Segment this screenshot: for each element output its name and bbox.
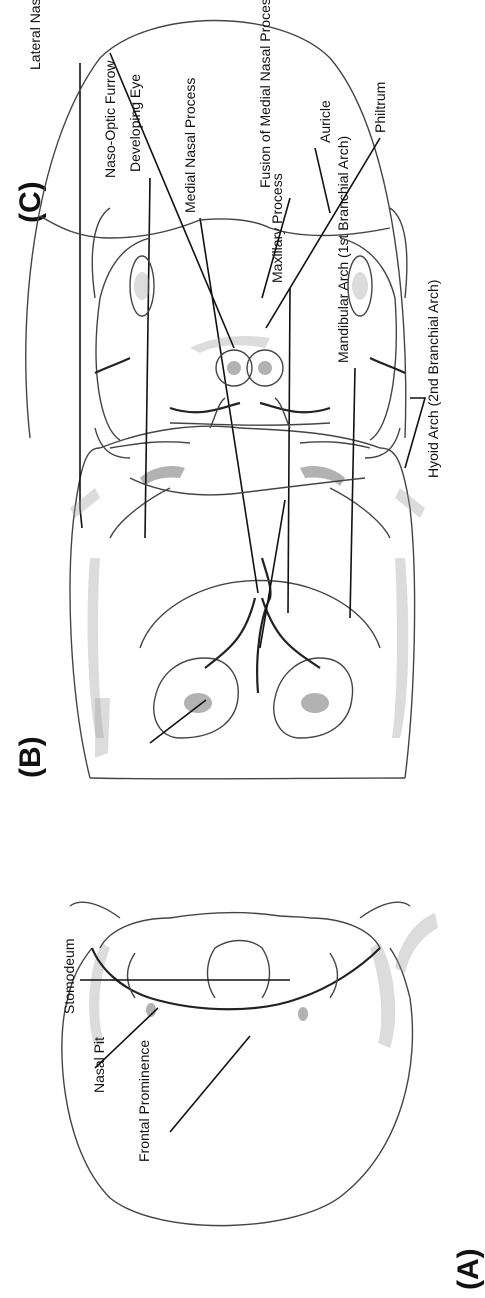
nasal-pit-right-mark: [298, 1007, 308, 1021]
panel-c: (C) Naso-Optic Furrow: [14, 0, 425, 518]
leader-auricle: [315, 148, 330, 213]
panel-a-letter: (A): [452, 1248, 485, 1290]
leader-naso-optic-furrow: [110, 53, 234, 348]
label-fusion: Fusion of Medial Nasal Process and Maxil…: [257, 0, 273, 188]
leader-lateral-nasal: [80, 63, 82, 528]
b-nasal-right-pit: [301, 693, 329, 713]
leader-stomodeum-b: [260, 500, 285, 648]
b-nasal-left-pit: [184, 693, 212, 713]
leader-hyoid: [405, 398, 425, 468]
leader-frontal-prominence: [170, 1036, 250, 1132]
label-developing-eye: Developing Eye: [127, 74, 143, 172]
label-stomodeum: Stomodeum: [61, 939, 77, 1014]
label-hyoid-arch: Hyoid Arch (2nd Branchial Arch): [425, 280, 441, 478]
svg-text:Lateral Nasal Process: Lateral Nasal Process: [27, 0, 43, 70]
label-medial-nasal-process: Medial Nasal Process: [182, 78, 198, 213]
label-lateral-nasal-process: Lateral Nasal Process: [27, 0, 43, 70]
panel-a: (A) Frontal Prominence Nasal Pit Stomode…: [61, 902, 485, 1290]
label-philtrum: Philtrum: [372, 82, 388, 133]
label-mandibular-arch: Mandibular Arch (1st Branchial Arch): [335, 136, 351, 363]
panel-b-letter: (B): [14, 736, 47, 778]
panel-a-head-sketch: [62, 902, 438, 1225]
leader-mandibular: [350, 368, 355, 618]
leader-maxillary: [288, 288, 290, 613]
label-naso-optic-furrow: Naso-Optic Furrow: [102, 60, 118, 178]
label-nasal-pit: Nasal Pit: [91, 1037, 107, 1093]
label-auricle: Auricle: [317, 100, 333, 143]
panel-b-head-sketch: [70, 426, 415, 779]
label-frontal-prominence-line1: Frontal Prominence: [136, 1040, 152, 1162]
